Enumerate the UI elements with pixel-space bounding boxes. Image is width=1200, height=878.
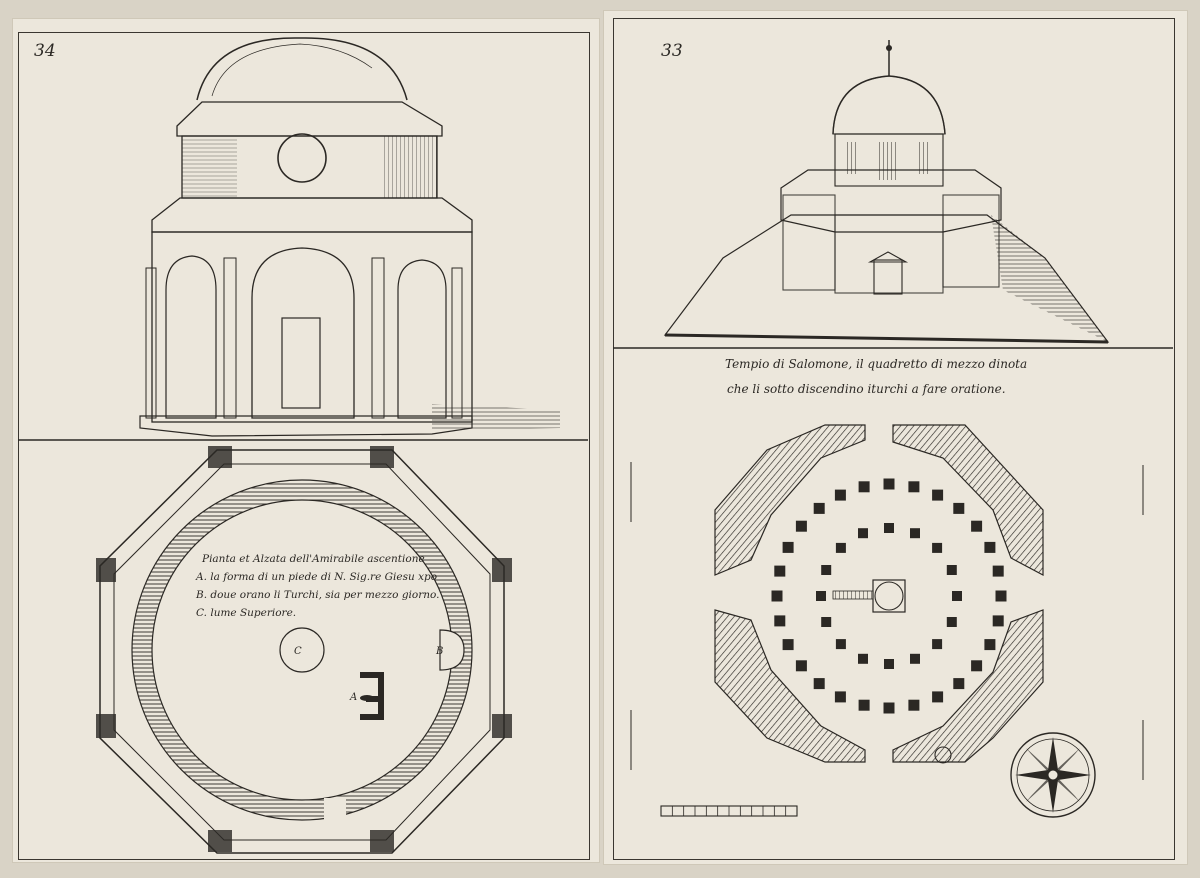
pier xyxy=(883,478,895,490)
pier xyxy=(795,520,807,532)
pier xyxy=(971,520,983,532)
pier xyxy=(953,678,965,690)
pier xyxy=(952,591,962,601)
pier xyxy=(858,653,868,664)
inner-pier-ring xyxy=(816,523,962,669)
pier xyxy=(946,565,957,575)
pier xyxy=(908,481,920,493)
legend-title: Pianta et Alzata dell'Amirabile ascentio… xyxy=(201,553,425,565)
pier xyxy=(932,691,944,703)
pier xyxy=(995,590,1007,602)
pier xyxy=(953,502,965,514)
ascension-elevation xyxy=(139,37,560,437)
pier xyxy=(992,615,1004,627)
legend-item-c: C. lume Superiore. xyxy=(196,607,296,619)
temple-caption-line2: che li sotto discendino iturchi a fare o… xyxy=(727,382,1006,396)
plate-number-33: 33 xyxy=(661,41,683,61)
pier xyxy=(858,528,868,539)
pier xyxy=(782,639,794,651)
pier xyxy=(884,659,894,669)
marker-c: C xyxy=(294,646,302,657)
pier xyxy=(992,565,1004,577)
compass-rose xyxy=(1010,732,1096,818)
pier xyxy=(813,678,825,690)
pier xyxy=(782,541,794,553)
pier xyxy=(932,489,944,501)
outer-pier-ring xyxy=(771,478,1007,714)
plate-number-34: 34 xyxy=(34,41,56,61)
legend-item-b: B. doue orano li Turchi, sia per mezzo g… xyxy=(195,589,439,601)
pier xyxy=(813,502,825,514)
pier xyxy=(908,699,920,711)
pier xyxy=(774,615,786,627)
pier xyxy=(932,639,943,650)
left-plate: 34 xyxy=(12,18,600,863)
right-plate-frame xyxy=(613,18,1175,860)
left-engraving: 34 xyxy=(18,37,588,854)
legend-item-a: A. la forma di un piede di N. Sig.re Gie… xyxy=(195,571,437,583)
ascension-plan xyxy=(96,446,512,854)
temple-elevation xyxy=(663,40,1110,344)
pier xyxy=(834,489,846,501)
right-engraving: 33 Tempio xyxy=(613,40,1173,818)
scale-bar xyxy=(660,805,798,817)
pier xyxy=(835,542,846,553)
pier xyxy=(932,542,943,553)
temple-caption-line1: Tempio di Salomone, il quadretto di mezz… xyxy=(725,357,1027,371)
pier xyxy=(774,565,786,577)
pier xyxy=(984,541,996,553)
pier xyxy=(910,528,920,539)
pier xyxy=(835,639,846,650)
pier xyxy=(821,617,832,627)
marker-a: A xyxy=(349,692,357,703)
pier xyxy=(816,591,826,601)
pier xyxy=(946,617,957,627)
temple-plan xyxy=(714,424,1096,818)
pier xyxy=(910,653,920,664)
pier xyxy=(984,639,996,651)
right-plate: 33 Tempio xyxy=(603,10,1188,865)
pier xyxy=(771,590,783,602)
pier xyxy=(858,699,870,711)
pier xyxy=(884,523,894,533)
pier xyxy=(883,702,895,714)
pier xyxy=(821,565,832,575)
pier xyxy=(795,660,807,672)
left-plate-frame xyxy=(18,32,590,860)
pier xyxy=(858,481,870,493)
pier xyxy=(971,660,983,672)
pier xyxy=(834,691,846,703)
marker-b: B xyxy=(435,646,443,657)
plan-legend: Pianta et Alzata dell'Amirabile ascentio… xyxy=(195,553,439,619)
oculus-marker xyxy=(279,627,325,673)
